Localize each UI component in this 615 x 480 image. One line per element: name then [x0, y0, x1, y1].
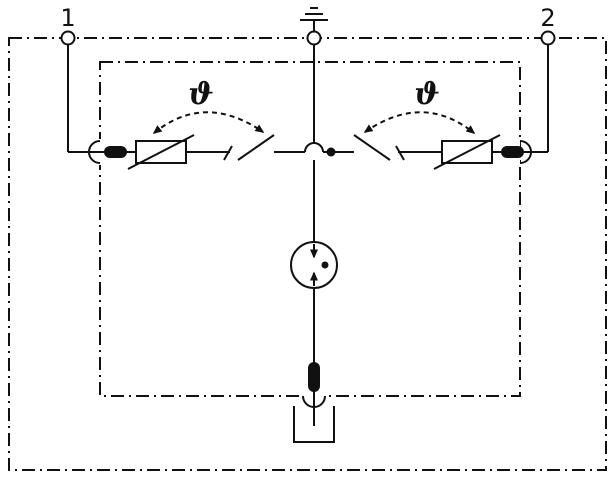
thermal-arrow-left-icon: [152, 111, 265, 134]
terminal-2-label: 2: [540, 4, 555, 32]
pe-clamp-icon: [293, 406, 335, 443]
right-electrode-icon: [501, 146, 524, 158]
thermal-arrow-right-icon: [363, 111, 476, 134]
terminal-1-label: 1: [60, 4, 75, 32]
gas-discharge-tube-icon: [290, 241, 338, 289]
left-electrode-icon: [104, 146, 127, 158]
theta-left-label: ϑ: [188, 77, 213, 112]
earth-terminal-icon: [306, 30, 322, 46]
thermal-disconnect-right-icon: [353, 134, 405, 161]
varistor-right-icon: [433, 134, 501, 170]
terminal-1-icon: [60, 30, 76, 46]
outer-boundary-box: [8, 37, 607, 471]
varistor-left-icon: [127, 134, 195, 170]
junction-dot: [326, 147, 336, 157]
theta-right-label: ϑ: [414, 77, 439, 112]
thermal-disconnect-left-icon: [223, 134, 275, 161]
ground-symbol-icon: [300, 7, 328, 32]
bottom-electrode-icon: [308, 362, 320, 392]
terminal-2-icon: [540, 30, 556, 46]
device-boundary-box: [99, 61, 521, 397]
wire-hop-icon: [304, 142, 324, 153]
